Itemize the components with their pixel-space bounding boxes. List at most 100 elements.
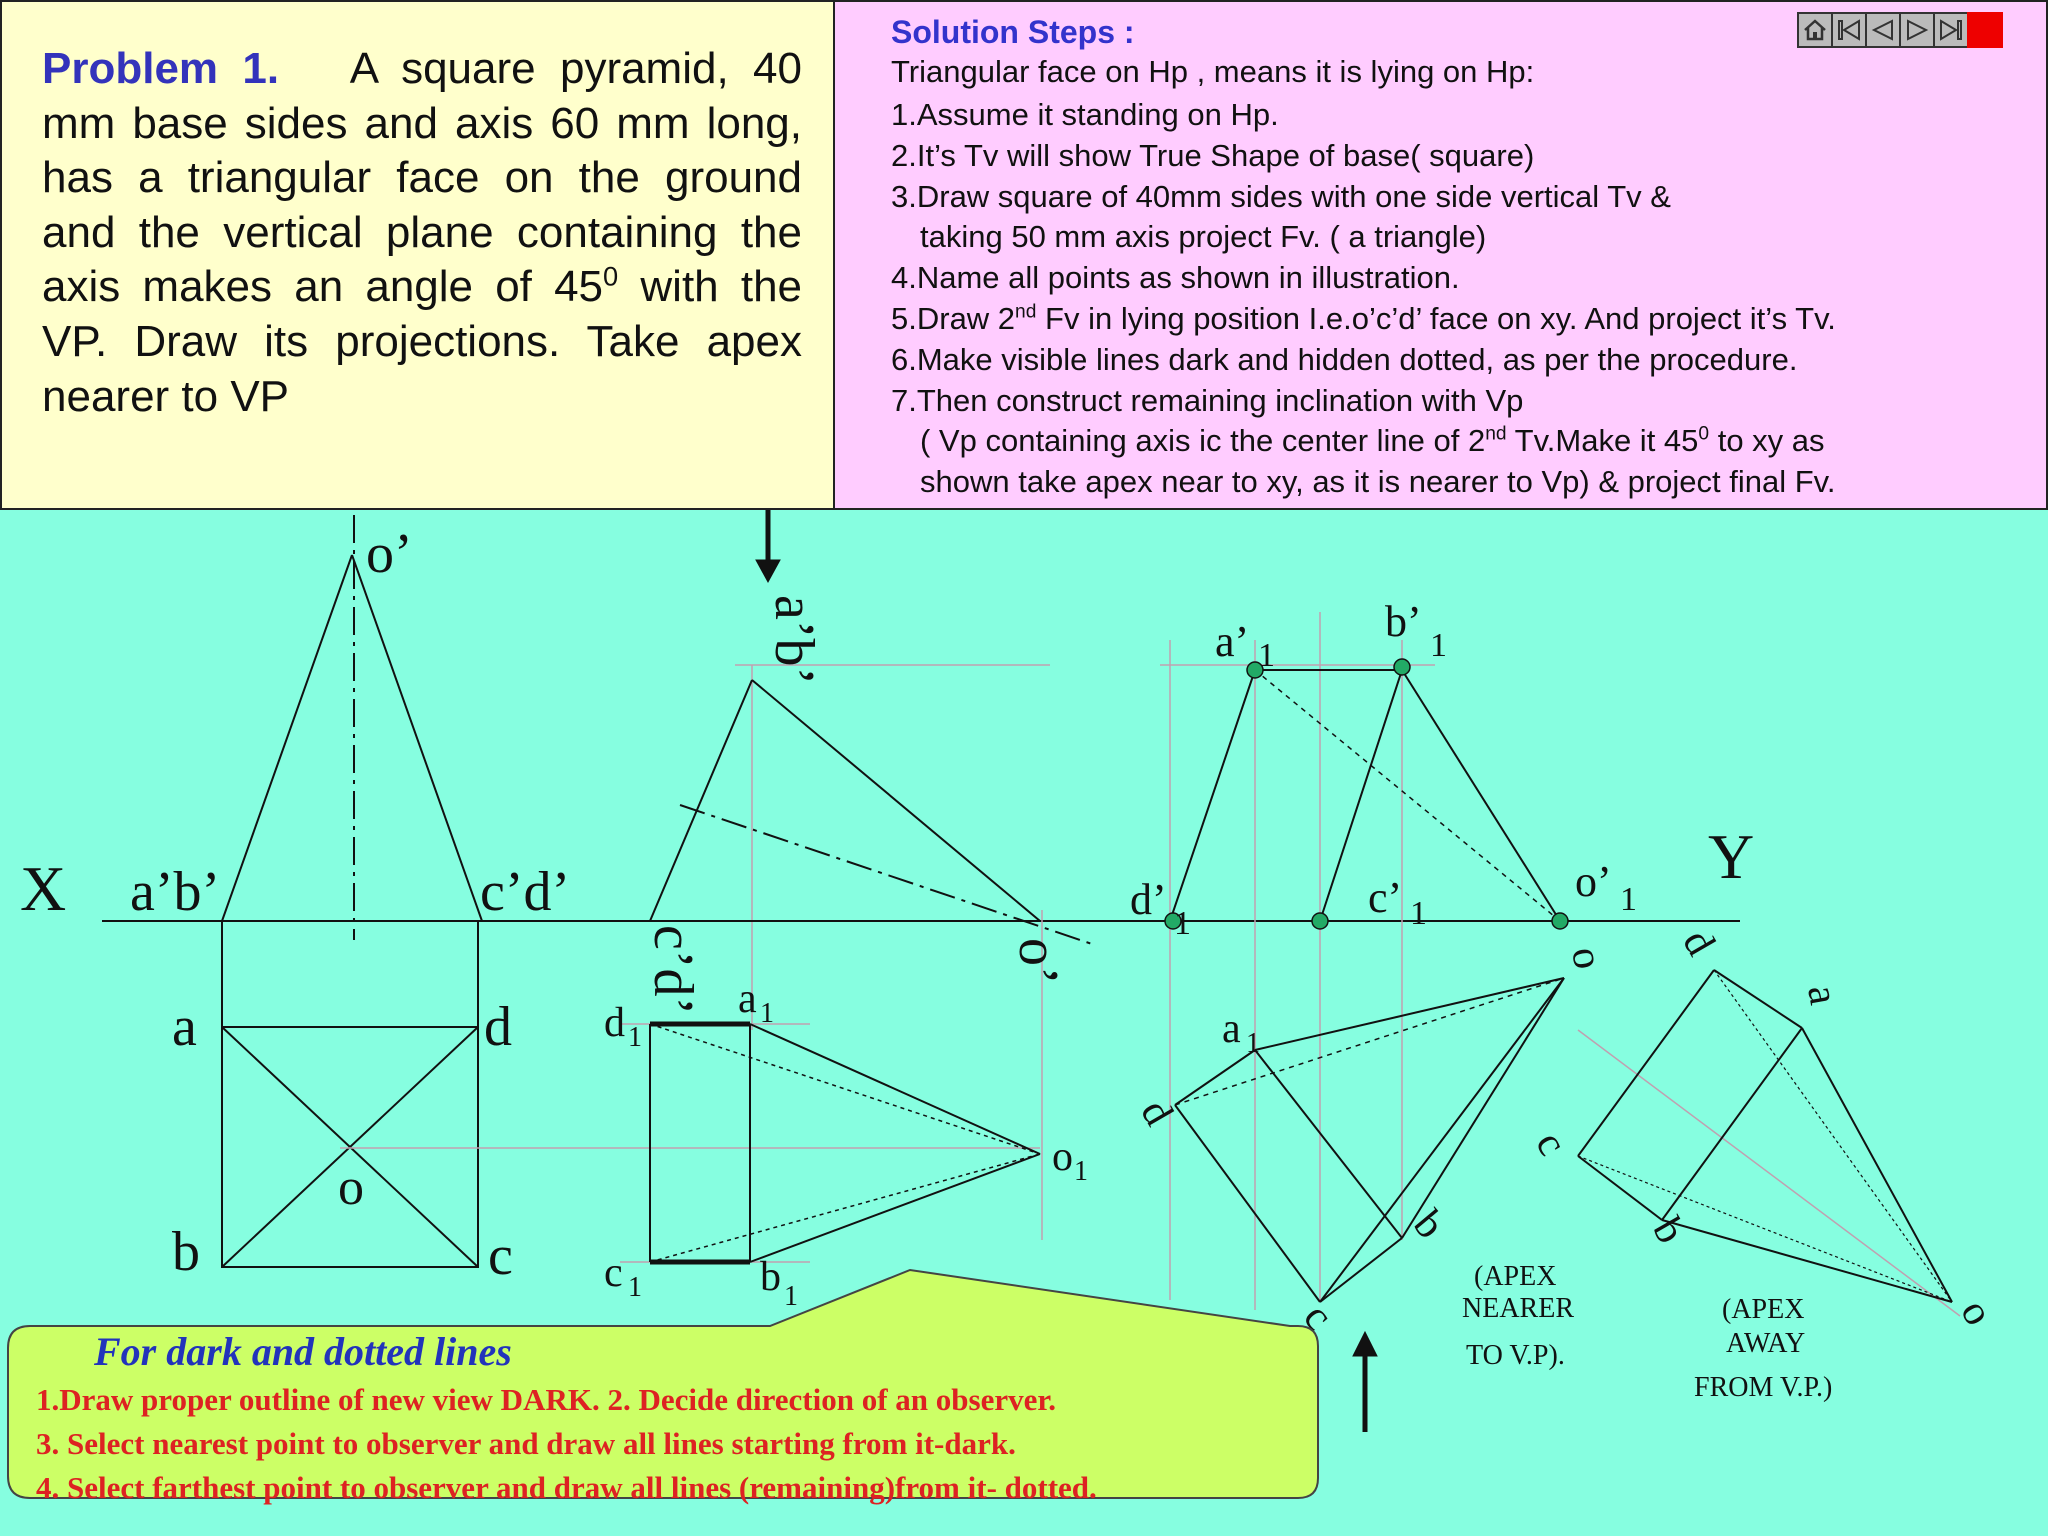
callout-line-2: 3. Select nearest point to observer and … — [36, 1426, 1016, 1461]
problem-text-end: with the VP. Draw its projections. Take … — [42, 262, 803, 421]
svg-text:1: 1 — [1430, 627, 1447, 664]
label-cd-prime: c’d’ — [480, 861, 570, 923]
view1-top-view — [221, 921, 479, 1268]
view1-front-view — [221, 515, 483, 940]
step-5-a: 5.Draw 2 — [891, 300, 1016, 336]
label-v4-b1: b — [1643, 1210, 1693, 1251]
svg-text:d: d — [604, 1000, 625, 1046]
svg-text:(APEX: (APEX — [1474, 1261, 1556, 1292]
step-7: 7.Then construct remaining inclination w… — [891, 382, 1524, 418]
svg-text:1: 1 — [1074, 1156, 1088, 1187]
view2-top-view — [340, 1021, 1041, 1265]
svg-text:1: 1 — [1246, 1028, 1260, 1059]
svg-text:a’: a’ — [1215, 617, 1249, 666]
direction-arrow-up — [1352, 1330, 1378, 1432]
step-7-cont-c: to xy as — [1709, 423, 1825, 459]
label-rot-o-prime: o’ — [1007, 938, 1069, 985]
prev-slide-icon[interactable] — [1865, 12, 1901, 48]
svg-text:(APEX: (APEX — [1722, 1294, 1804, 1325]
step-5: 5.Draw 2nd Fv in lying position I.e.o’c’… — [891, 299, 2031, 340]
svg-text:o’: o’ — [1575, 857, 1612, 906]
apex-away-note: (APEX AWAY FROM V.P.) — [1694, 1294, 1832, 1403]
point-d1-prime — [1164, 912, 1182, 930]
step-7-cont: ( Vp containing axis ic the center line … — [891, 421, 2031, 462]
svg-text:NEARER: NEARER — [1462, 1293, 1574, 1324]
step-7-cont-sup: nd — [1485, 424, 1507, 446]
next-slide-icon[interactable] — [1899, 12, 1935, 48]
label-c: c — [488, 1225, 513, 1287]
step-6: 6.Make visible lines dark and hidden dot… — [891, 341, 1798, 377]
steps-intro: Triangular face on Hp , means it is lyin… — [891, 54, 1535, 89]
label-fv-c1-prime: c’1 — [1368, 873, 1427, 932]
steps-title: Solution Steps : — [891, 14, 1135, 50]
problem-panel: Problem 1. A square pyramid, 40 mm base … — [0, 0, 835, 510]
step-7-cont-a: ( Vp containing axis ic the center line … — [920, 423, 1486, 459]
solution-steps-panel: Solution Steps : Triangular face on Hp ,… — [835, 0, 2048, 510]
label-rot-cd-prime: c’d’ — [642, 925, 704, 1015]
home-icon[interactable] — [1797, 12, 1833, 48]
apex-nearer-note: (APEX NEARER TO V.P). — [1462, 1261, 1574, 1371]
step-4: 4.Name all points as shown in illustrati… — [891, 260, 1460, 296]
step-5-b: Fv in lying position I.e.o’c’d’ face on … — [1036, 300, 1836, 336]
angle-degree-sup: 0 — [603, 260, 619, 292]
svg-text:d’: d’ — [1130, 875, 1167, 924]
step-3-cont: taking 50 mm axis project Fv. ( a triang… — [920, 219, 1487, 255]
label-rot-ab-prime: a’b’ — [763, 595, 825, 685]
svg-text:a: a — [738, 976, 757, 1022]
step-7-cont-sup2: 0 — [1698, 424, 1710, 446]
first-slide-icon[interactable] — [1831, 12, 1867, 48]
label-v4-o1: o — [1951, 1292, 2001, 1333]
point-markers — [1164, 658, 1569, 930]
label-d: d — [484, 996, 512, 1058]
view2-rotated-front-view — [649, 664, 1096, 1240]
svg-text:1: 1 — [1620, 881, 1637, 918]
svg-text:o: o — [1052, 1134, 1073, 1180]
label-v3-d1: d — [1131, 1092, 1181, 1133]
point-c1-prime — [1311, 912, 1329, 930]
label-fv-d1-prime: d’1 — [1130, 875, 1191, 942]
label-ab-prime: a’b’ — [130, 861, 220, 923]
label-v4-d1: d — [1673, 922, 1723, 963]
svg-text:c’: c’ — [1368, 873, 1402, 922]
svg-text:b’: b’ — [1385, 597, 1422, 646]
view4-top-view-apex-away — [1577, 969, 1961, 1317]
label-a: a — [172, 996, 197, 1058]
callout-line-1: 1.Draw proper outline of new view DARK. … — [36, 1382, 1057, 1417]
label-o: o — [338, 1159, 364, 1216]
step-5-sup: nd — [1015, 301, 1037, 323]
svg-text:1: 1 — [628, 1272, 642, 1303]
view3-final-front-view — [1160, 612, 1561, 1310]
label-v3-o1: o — [1562, 944, 1611, 973]
svg-text:FROM V.P.): FROM V.P.) — [1694, 1372, 1832, 1403]
svg-text:1: 1 — [784, 1281, 798, 1312]
svg-text:b: b — [760, 1254, 781, 1300]
point-b1-prime — [1393, 658, 1411, 676]
svg-text:AWAY: AWAY — [1726, 1328, 1805, 1359]
label-fv-b1-prime: b’1 — [1385, 597, 1447, 664]
steps-list: 1.Assume it standing on Hp. 2.It’s Tv wi… — [891, 95, 2031, 503]
svg-text:TO V.P).: TO V.P). — [1466, 1340, 1565, 1371]
label-fv-a1-prime: a’1 — [1215, 617, 1275, 674]
end-show-button[interactable] — [1967, 12, 2003, 48]
label-v4-c1: c — [1526, 1124, 1575, 1163]
label-fv-o1-prime: o’1 — [1575, 857, 1637, 918]
label-x: X — [20, 853, 66, 924]
step-7-cont2: shown take apex near to xy, as it is nea… — [920, 464, 1836, 500]
point-a1-prime — [1246, 661, 1264, 679]
callout-title: For dark and dotted lines — [94, 1329, 512, 1374]
svg-text:1: 1 — [1410, 895, 1427, 932]
label-y: Y — [1708, 821, 1754, 892]
problem-statement: Problem 1. A square pyramid, 40 mm base … — [42, 42, 802, 424]
svg-text:c: c — [604, 1250, 623, 1296]
callout-bubble — [7, 1268, 1319, 1499]
step-2: 2.It’s Tv will show True Shape of base( … — [891, 137, 1535, 173]
label-b: b — [172, 1221, 200, 1283]
step-7-cont-b: Tv.Make it 45 — [1506, 423, 1699, 459]
callout-text: For dark and dotted lines 1.Draw proper … — [36, 1328, 1296, 1510]
